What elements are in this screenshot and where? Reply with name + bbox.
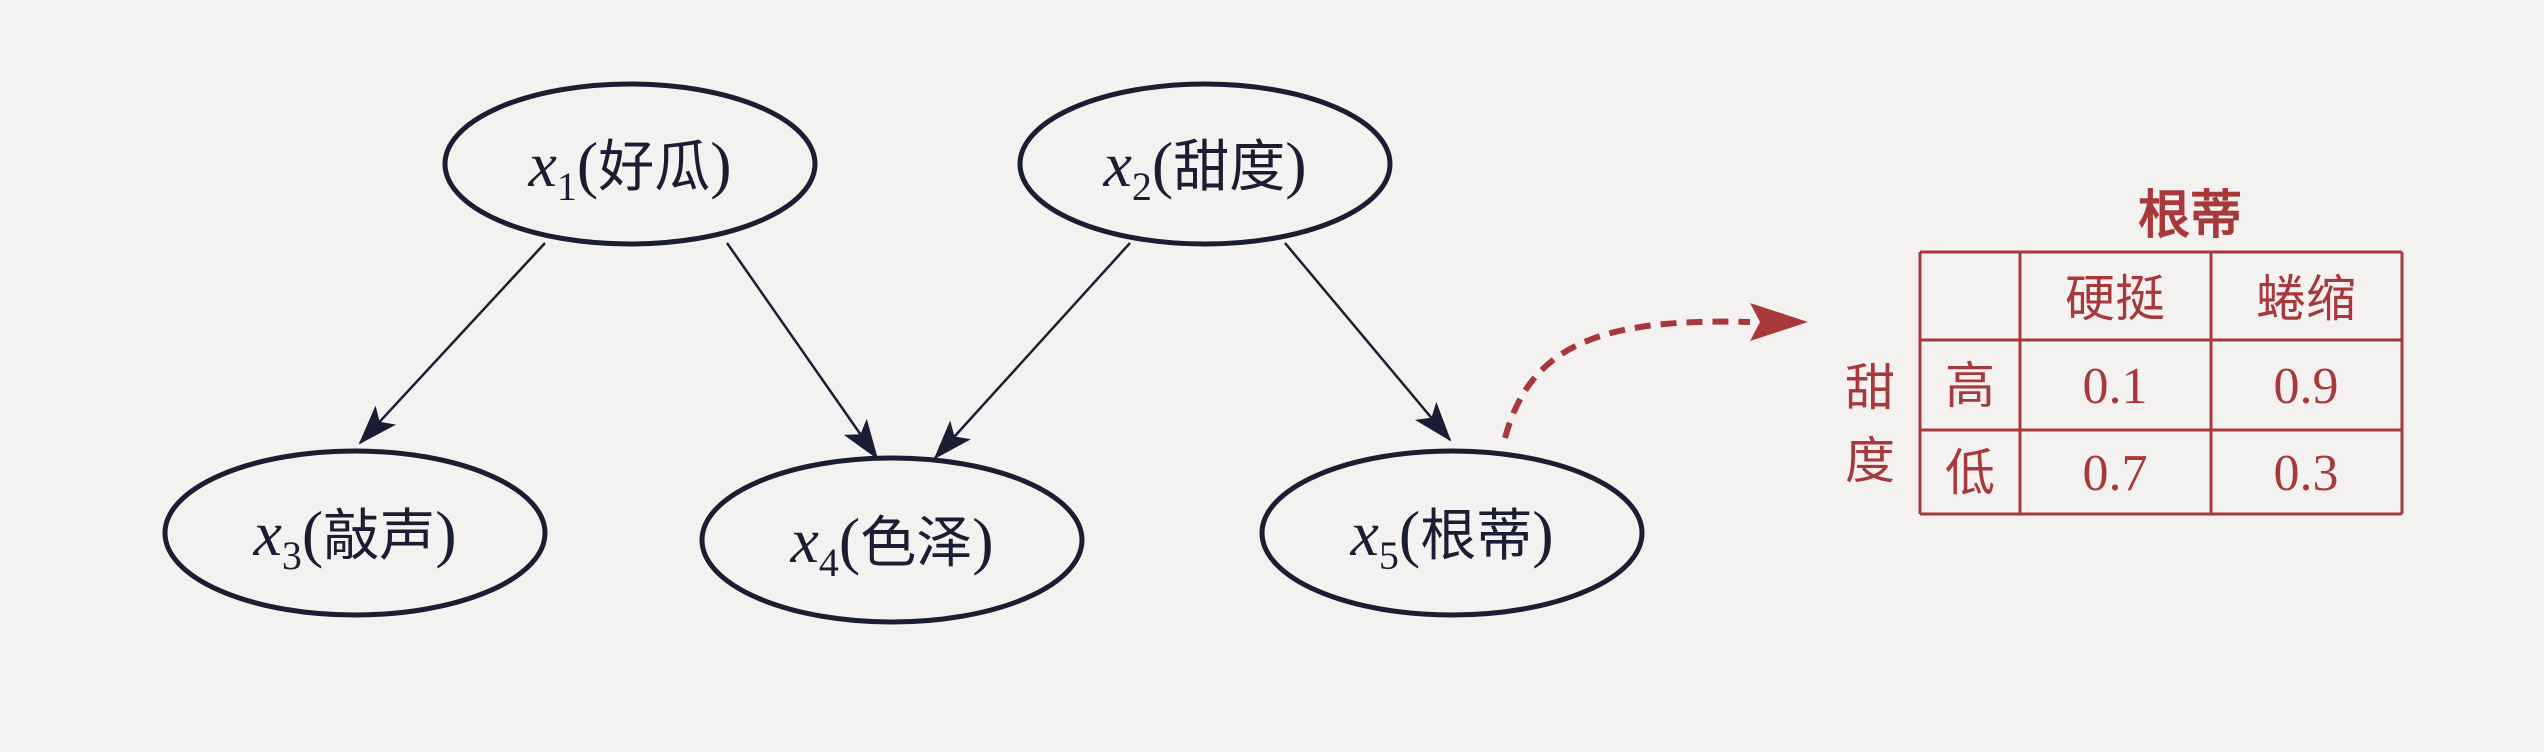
edge-x1-x4	[725, 242, 879, 460]
node-x4: x4(色泽)	[699, 455, 1085, 625]
edge-x2-x4	[933, 242, 1131, 460]
cpt-pointer-arrowhead	[1750, 303, 1808, 341]
cpt-cell: 0.7	[2083, 445, 2148, 502]
node-x4-ellipse	[699, 455, 1085, 625]
node-x1: x1(好瓜)	[442, 81, 818, 247]
edges	[358, 242, 1452, 460]
node-x5: x5(根蒂)	[1259, 448, 1645, 618]
node-x2-ellipse	[1017, 81, 1393, 247]
cpt-pointer	[1502, 303, 1808, 439]
node-x1-text: x1(好瓜)	[527, 129, 731, 209]
node-x3: x3(敲声)	[162, 448, 548, 618]
cpt-row-label: 低	[1945, 444, 1995, 502]
cpt-row-var-char-1: 甜	[1845, 359, 1895, 417]
node-x2: x2(甜度)	[1017, 81, 1393, 247]
node-x3-ellipse	[162, 448, 548, 618]
cpt-row-var-char-2: 度	[1845, 432, 1895, 490]
cpt-cell: 0.9	[2274, 358, 2339, 415]
cpt-pointer-curve	[1502, 318, 1751, 439]
node-x5-ellipse	[1259, 448, 1645, 618]
node-x5-text: x5(根蒂)	[1349, 498, 1553, 578]
cpt-cell: 0.3	[2274, 445, 2339, 502]
node-x1-ellipse	[442, 81, 818, 247]
cpt-col-header: 硬挺	[2065, 270, 2165, 328]
edge-x1-x3	[358, 242, 546, 445]
cpt-col-header: 蜷缩	[2256, 270, 2356, 328]
node-x4-text: x4(色泽)	[789, 505, 993, 585]
node-x2-text: x2(甜度)	[1102, 129, 1306, 209]
cpt-row-label: 高	[1945, 357, 1995, 415]
node-x3-text: x3(敲声)	[252, 498, 456, 578]
edge-x2-x5	[1284, 242, 1452, 442]
cpt-table: 根蒂 硬挺 蜷缩 甜 度 高 低 0.1 0.9 0.7 0.3	[1845, 186, 2404, 516]
cpt-cell: 0.1	[2083, 358, 2148, 415]
cpt-title: 根蒂	[2138, 186, 2242, 246]
